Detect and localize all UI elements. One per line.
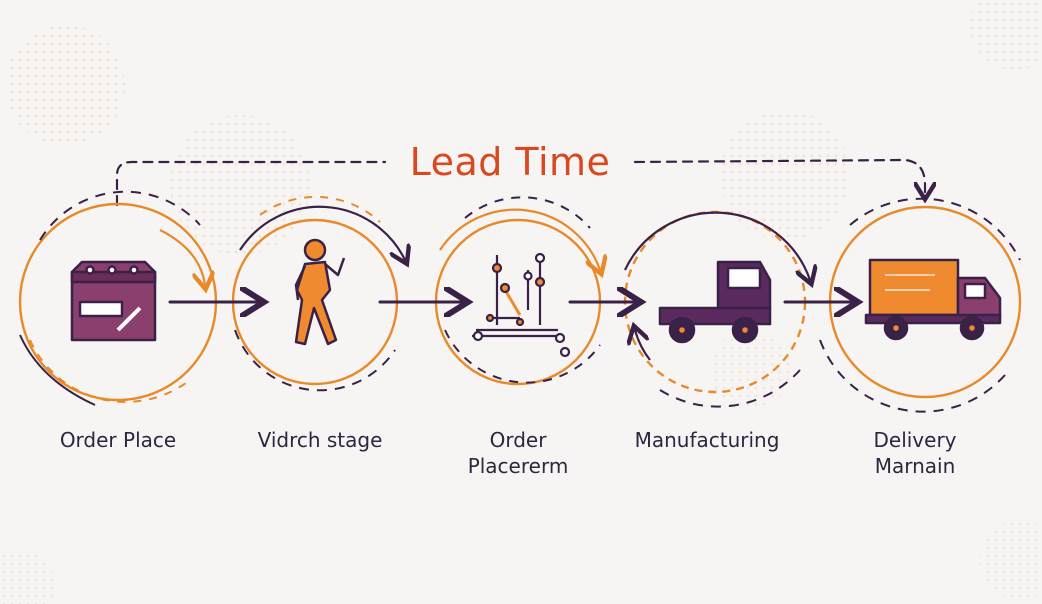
stage-label-5: Delivery Marnain: [825, 427, 1005, 479]
lead-time-bracket: [115, 158, 925, 207]
stage-label-1: Order Place: [28, 427, 208, 453]
stage-label-2: Vidrch stage: [230, 427, 410, 453]
stage-label-line: Order: [489, 428, 547, 452]
stage-circle-3: [434, 196, 600, 386]
diagram-title: Lead Time: [409, 140, 611, 184]
stage-label-3: Order Placererm: [428, 427, 608, 479]
walking-person-icon: [294, 238, 346, 346]
stage-label-line: Delivery: [873, 428, 957, 452]
delivery-truck-icon: [864, 258, 1002, 341]
stage-label-line: Manufacturing: [634, 428, 780, 452]
machine-icon: [472, 252, 571, 358]
stage-label-line: Placererm: [467, 454, 569, 478]
inbox-icon: [70, 260, 157, 342]
stage-label-line: Vidrch stage: [257, 428, 383, 452]
stage-label-line: Marnain: [874, 454, 956, 478]
stage-label-4: Manufacturing: [612, 427, 802, 453]
stage-label-line: Order Place: [59, 428, 177, 452]
truck-icon: [658, 260, 772, 344]
